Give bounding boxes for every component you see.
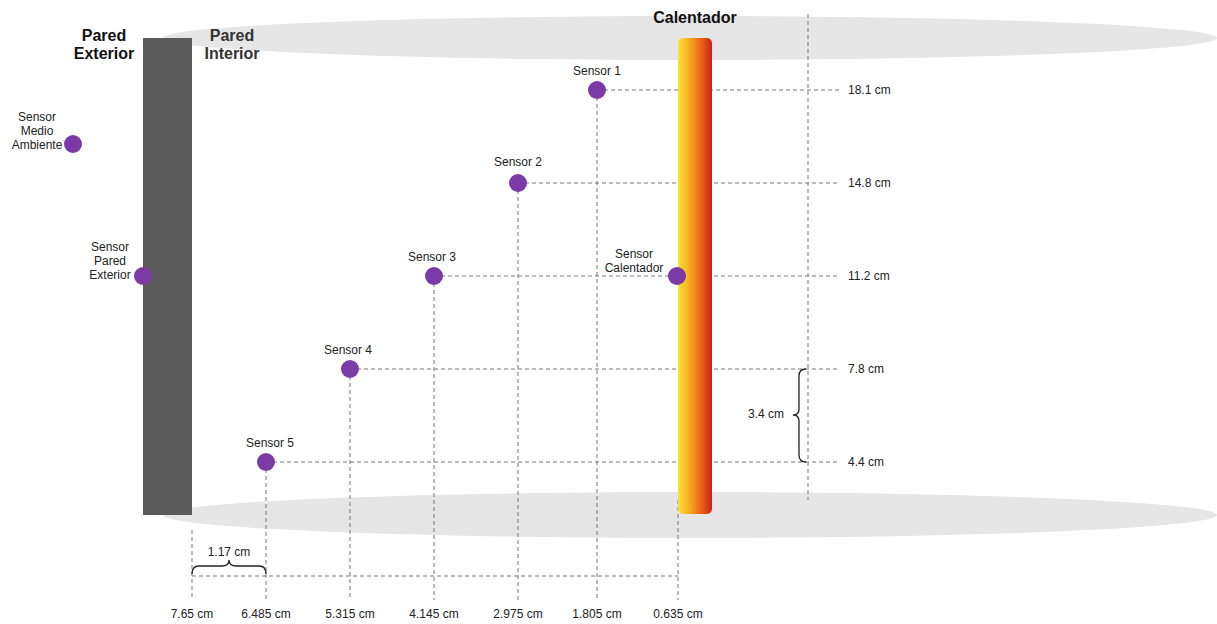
sensor-label: Sensor 1	[562, 64, 632, 78]
dimension-label: 2.975 cm	[493, 607, 542, 621]
part-heading: Pared Exterior	[67, 27, 141, 63]
dimension-label: 18.1 cm	[848, 83, 891, 97]
sensor-label: Sensor 3	[397, 250, 467, 264]
sensor-label: Sensor 4	[313, 343, 383, 357]
sensor-dot: Sensor 1	[588, 81, 606, 99]
dimension-label: 14.8 cm	[848, 176, 891, 190]
brackets	[192, 369, 806, 574]
sensor-dot: Sensor 4	[341, 360, 359, 378]
sensor-dot: Sensor Medio Ambiente	[64, 135, 82, 153]
sensor-label: Sensor 5	[235, 436, 305, 450]
sensor-label: Sensor Medio Ambiente	[8, 110, 66, 152]
dimension-label: 0.635 cm	[653, 607, 702, 621]
dimension-label: 6.485 cm	[241, 607, 290, 621]
dimension-label: 11.2 cm	[848, 269, 890, 283]
dimension-label: 7.65 cm	[171, 607, 214, 621]
sensor-dot: Sensor 3	[425, 267, 443, 285]
sensor-dot: Sensor 2	[509, 174, 527, 192]
dimension-label: 5.315 cm	[325, 607, 374, 621]
sensor-label: Sensor Pared Exterior	[81, 240, 139, 282]
part-heading: Pared Interior	[195, 27, 269, 63]
dimension-label: 4.145 cm	[409, 607, 458, 621]
part-heading: Calentador	[640, 9, 750, 27]
dimension-lines	[192, 14, 840, 600]
dimension-label: 7.8 cm	[848, 362, 884, 376]
dimension-label: 1.805 cm	[572, 607, 621, 621]
dimension-label: 4.4 cm	[848, 455, 884, 469]
sensor-label: Sensor Calentador	[600, 247, 668, 275]
dimension-label: 1.17 cm	[208, 545, 251, 559]
dimension-label: 3.4 cm	[748, 407, 784, 421]
sensor-dot: Sensor 5	[257, 453, 275, 471]
sensor-dot: Sensor Pared Exterior	[134, 267, 152, 285]
sensor-label: Sensor 2	[483, 155, 553, 169]
sensor-dot: Sensor Calentador	[668, 267, 686, 285]
